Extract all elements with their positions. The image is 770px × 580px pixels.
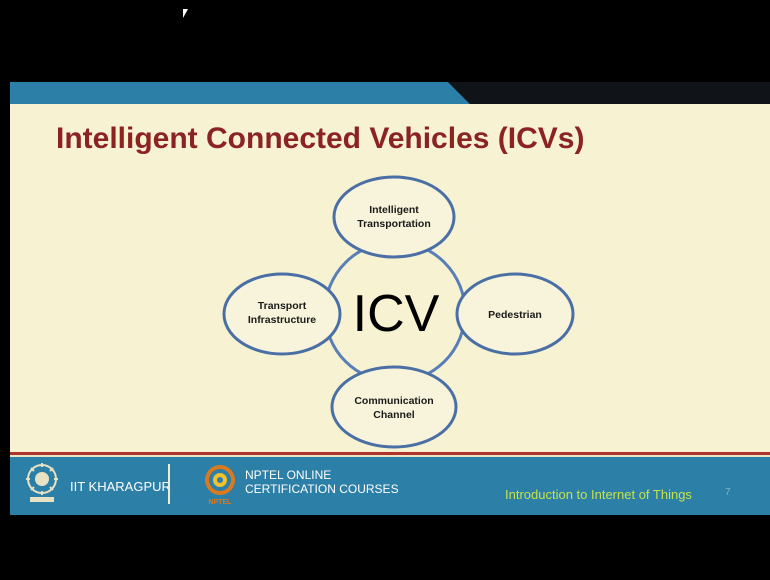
institute-name: IIT KHARAGPUR [70,479,171,494]
center-label: ICV [353,285,440,343]
node-transport-infrastructure [222,272,342,356]
node-label-line1: Transport [258,300,307,312]
node-label-line2: Infrastructure [248,314,316,326]
nptel-logo-icon: NPTEL [205,465,235,506]
slide-title: Intelligent Connected Vehicles (ICVs) [56,122,585,155]
icv-diagram: ICV Intelligent Transportation Transport… [222,175,575,449]
slide: Intelligent Connected Vehicles (ICVs) IC… [10,82,770,515]
svg-text:NPTEL: NPTEL [209,499,233,506]
footer-separator [168,464,170,504]
footer-divider [10,452,770,455]
course-title: Introduction to Internet of Things [505,487,692,502]
node-label-line1: Communication [354,395,433,407]
slide-footer: IIT KHARAGPUR NPTEL NPTEL ONLINE CERTIFI… [10,452,770,515]
mouse-cursor-icon [183,9,188,18]
node-label-line2: Channel [373,409,415,421]
iit-kharagpur-logo-icon [26,463,58,502]
nptel-subtitle: CERTIFICATION COURSES [245,482,399,496]
node-communication-channel [330,365,458,449]
node-label-line1: Intelligent [369,204,419,216]
page-number: 7 [725,487,731,498]
node-pedestrian [455,272,575,356]
nptel-title: NPTEL ONLINE [245,468,332,482]
node-intelligent-transportation [332,175,456,259]
node-label-line1: Pedestrian [488,309,542,321]
footer-divider-light [10,455,770,457]
slide-top-bar [10,82,770,104]
node-label-line2: Transportation [357,218,431,230]
